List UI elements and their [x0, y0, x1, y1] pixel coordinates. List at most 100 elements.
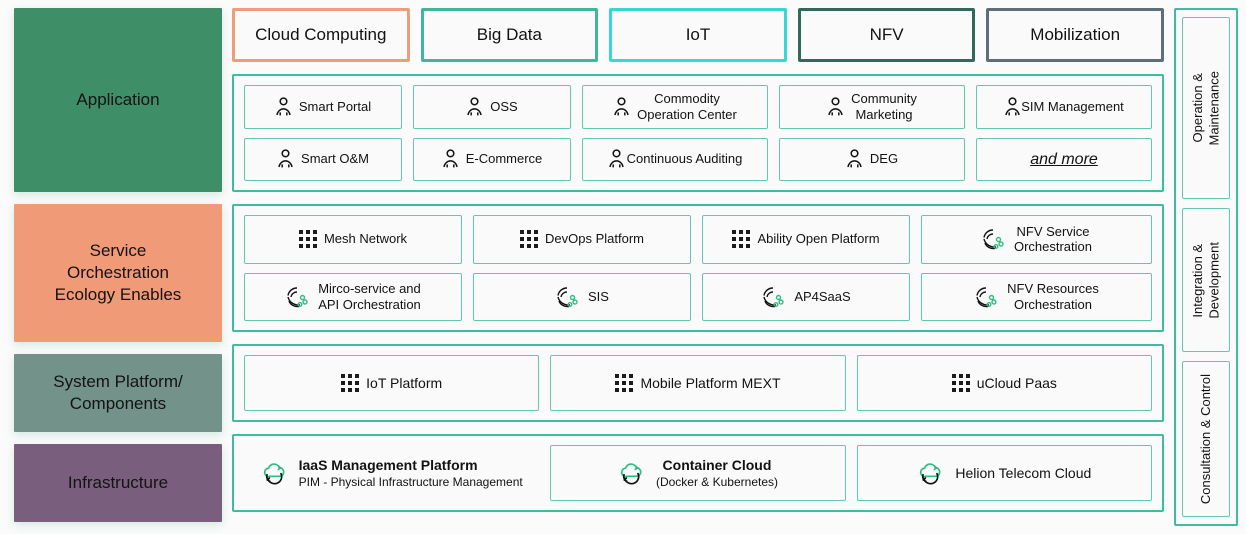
layer-label-infrastructure-text: Infrastructure [67, 473, 169, 493]
app-card-smart-om-label: Smart O&M [301, 151, 369, 167]
svc-card-nfv-service-orchestration[interactable]: NFV Service Orchestration [921, 215, 1152, 264]
person-icon [613, 97, 630, 117]
infra-card-iaas-subtitle: PIM - Physical Infrastructure Management [298, 474, 523, 489]
svc-card-devops-platform[interactable]: DevOps Platform [473, 215, 691, 264]
app-card-and-more[interactable]: and more [976, 137, 1152, 181]
app-card-continuous-auditing-label: Continuous Auditing [626, 151, 743, 167]
application-domain-tabs: Cloud Computing Big Data IoT NFV Mobiliz… [232, 8, 1164, 62]
dot-grid-icon [951, 374, 970, 392]
sys-card-ucloud-paas[interactable]: uCloud Paas [856, 355, 1152, 411]
rail-item-consultation-control-label: Consultation & Control [1197, 373, 1213, 505]
system-platform-row: IoT Platform Mobile Platform MEXT uCloud… [244, 355, 1152, 411]
infra-card-helion-telecom-cloud[interactable]: Helion Telecom Cloud [856, 445, 1152, 501]
app-card-smart-portal-label: Smart Portal [298, 98, 372, 114]
dot-grid-icon [615, 374, 634, 392]
app-card-deg-label: DEG [869, 151, 899, 167]
infra-card-container-cloud[interactable]: Container Cloud (Docker & Kubernetes) [550, 445, 846, 501]
tab-iot[interactable]: IoT [609, 8, 787, 62]
infra-card-helion-text: Helion Telecom Cloud [955, 465, 1091, 482]
infra-card-iaas-text: IaaS Management Platform PIM - Physical … [299, 457, 523, 489]
rail-item-integration-development-label: Integration & Development [1189, 241, 1221, 319]
tab-iot-label: IoT [685, 25, 711, 44]
app-card-e-commerce[interactable]: E-Commerce [413, 137, 571, 181]
svc-card-sis[interactable]: SIS [473, 272, 691, 321]
sys-card-mobile-platform-mext-label: Mobile Platform MEXT [640, 374, 781, 391]
app-card-sim-management-label: SIM Management [1021, 98, 1124, 114]
rail-item-operation-maintenance-label: Operation & Maintenance [1189, 70, 1221, 146]
person-icon [466, 97, 483, 117]
app-card-oss[interactable]: OSS [413, 85, 571, 129]
rail-item-operation-maintenance[interactable]: Operation & Maintenance [1182, 17, 1230, 199]
tab-mobilization[interactable]: Mobilization [986, 8, 1164, 62]
cloud-icon [917, 461, 945, 485]
app-card-smart-om[interactable]: Smart O&M [244, 137, 402, 181]
app-card-oss-label: OSS [490, 98, 518, 114]
tab-cloud-computing-label: Cloud Computing [255, 25, 387, 44]
tab-nfv[interactable]: NFV [797, 8, 976, 62]
person-icon [275, 97, 292, 117]
app-card-e-commerce-label: E-Commerce [465, 151, 543, 167]
app-card-smart-portal[interactable]: Smart Portal [244, 85, 402, 129]
rail-item-integration-development[interactable]: Integration & Development [1182, 208, 1230, 352]
layer-label-system-platform: System Platform/ Components [14, 354, 222, 432]
sys-card-iot-platform[interactable]: IoT Platform [244, 355, 540, 411]
application-panel: Smart Portal OSS [232, 74, 1164, 192]
infra-card-container-cloud-title: Container Cloud [662, 456, 772, 473]
sys-card-mobile-platform-mext[interactable]: Mobile Platform MEXT [550, 355, 846, 411]
orchestration-icon [285, 286, 311, 308]
tab-cloud-computing[interactable]: Cloud Computing [232, 8, 410, 62]
person-icon [608, 149, 625, 169]
svc-card-ap4saas-label: AP4SaaS [794, 288, 851, 304]
app-card-community-marketing-label: Community Marketing [851, 91, 917, 122]
cloud-icon [618, 461, 646, 485]
layer-label-application: Application [14, 8, 222, 192]
cloud-icon [261, 461, 289, 485]
sys-card-iot-platform-label: IoT Platform [366, 374, 443, 391]
person-icon [846, 149, 863, 169]
app-card-commodity-operation-center[interactable]: Commodity Operation Center [582, 85, 768, 129]
app-card-sim-management[interactable]: SIM Management [976, 85, 1152, 129]
svc-card-devops-platform-label: DevOps Platform [545, 231, 644, 247]
infra-card-iaas-management-platform[interactable]: IaaS Management Platform PIM - Physical … [244, 445, 540, 501]
svc-card-ability-open-platform-label: Ability Open Platform [757, 231, 880, 247]
person-icon [277, 149, 294, 169]
svc-card-micro-service-api-orchestration[interactable]: Mirco-service and API Orchestration [244, 272, 462, 321]
infra-card-container-cloud-text: Container Cloud (Docker & Kubernetes) [656, 457, 778, 489]
tab-big-data[interactable]: Big Data [420, 8, 599, 62]
dot-grid-icon [341, 374, 360, 392]
layer-content-column: Cloud Computing Big Data IoT NFV Mobiliz… [222, 8, 1164, 526]
layer-label-column: Application Service Orchestration Ecolog… [0, 8, 222, 526]
tab-mobilization-label: Mobilization [1030, 25, 1121, 44]
infrastructure-panel: IaaS Management Platform PIM - Physical … [232, 434, 1164, 512]
orchestration-icon [981, 228, 1007, 250]
dot-grid-icon [298, 230, 317, 249]
layer-label-application-text: Application [76, 90, 160, 110]
svc-card-nfv-resources-orchestration-label: NFV Resources Orchestration [1007, 281, 1099, 312]
app-card-deg[interactable]: DEG [779, 137, 965, 181]
svc-card-mesh-network-label: Mesh Network [323, 231, 408, 247]
svc-card-ap4saas[interactable]: AP4SaaS [702, 272, 910, 321]
person-icon [442, 149, 459, 169]
cross-cutting-rail: Operation & Maintenance Integration & De… [1174, 8, 1238, 526]
rail-item-consultation-control[interactable]: Consultation & Control [1182, 361, 1230, 517]
orchestration-icon [555, 286, 581, 308]
service-orchestration-row-2: Mirco-service and API Orchestration [244, 272, 1152, 321]
system-platform-panel: IoT Platform Mobile Platform MEXT uCloud… [232, 344, 1164, 422]
app-card-continuous-auditing[interactable]: Continuous Auditing [582, 137, 768, 181]
infra-card-iaas-title: IaaS Management Platform [298, 456, 478, 473]
svc-card-mesh-network[interactable]: Mesh Network [244, 215, 462, 264]
tab-big-data-label: Big Data [476, 25, 542, 44]
service-orchestration-row-1: Mesh Network DevOps Platform Ability Ope… [244, 215, 1152, 264]
cross-cutting-rail-column: Operation & Maintenance Integration & De… [1164, 8, 1246, 526]
dot-grid-icon [732, 230, 751, 249]
person-icon [1004, 97, 1021, 117]
app-card-and-more-label: and more [1030, 150, 1098, 168]
app-card-community-marketing[interactable]: Community Marketing [779, 85, 965, 129]
dot-grid-icon [520, 230, 538, 249]
svc-card-nfv-service-orchestration-label: NFV Service Orchestration [1013, 223, 1093, 255]
svc-card-ability-open-platform[interactable]: Ability Open Platform [702, 215, 910, 264]
tab-nfv-label: NFV [869, 25, 904, 44]
svc-card-nfv-resources-orchestration[interactable]: NFV Resources Orchestration [921, 272, 1152, 321]
